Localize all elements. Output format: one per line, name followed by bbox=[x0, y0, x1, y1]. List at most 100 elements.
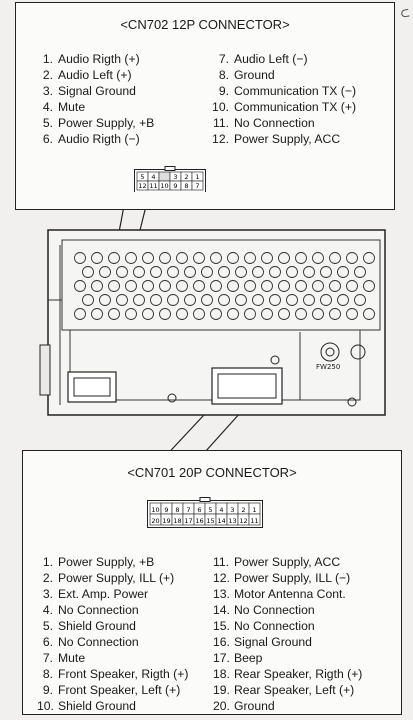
vent-hole bbox=[346, 252, 358, 264]
pin-label: Ext. Amp. Power bbox=[58, 587, 149, 601]
vent-hole bbox=[329, 280, 341, 292]
pin-label: Ground bbox=[234, 68, 275, 82]
cn702-pin-list-left: 1. Audio Rigth (+) 2. Audio Left (+) 3. Signa… bbox=[36, 51, 154, 147]
vent-hole bbox=[193, 252, 205, 264]
pin-number: 2. bbox=[42, 571, 53, 585]
vent-hole bbox=[354, 294, 366, 306]
connector-pin-number: 16 bbox=[195, 517, 203, 525]
pin-label: Shield Ground bbox=[58, 619, 136, 633]
vent-hole bbox=[184, 266, 196, 278]
pin-item: 9.Front Speaker, Left (+) bbox=[37, 682, 188, 698]
pin-number: 3. bbox=[42, 84, 53, 98]
vent-hole bbox=[210, 308, 222, 320]
vent-hole bbox=[303, 294, 315, 306]
vent-hole bbox=[235, 266, 247, 278]
connector-pin-number: 9 bbox=[164, 506, 168, 514]
pin-label: Power Supply, ACC bbox=[234, 555, 341, 569]
vent-hole bbox=[261, 308, 273, 320]
connector-pin-number: 4 bbox=[219, 506, 223, 514]
pin-number: 11. bbox=[212, 116, 229, 130]
connector-pin-number: 2 bbox=[241, 506, 245, 514]
pin-label: Power Supply, +B bbox=[58, 116, 155, 130]
pin-item: 7.Mute bbox=[37, 650, 188, 666]
pin-label: Front Speaker, Rigth (+) bbox=[58, 667, 189, 681]
vent-hole bbox=[99, 266, 111, 278]
vent-hole bbox=[252, 294, 264, 306]
vent-hole bbox=[218, 294, 230, 306]
vent-hole bbox=[363, 308, 375, 320]
connector-pin-number: 1 bbox=[195, 173, 199, 181]
pin-item: 9.Communication TX (−) bbox=[212, 83, 356, 99]
connector-pin-number: 9 bbox=[173, 182, 177, 190]
vent-hole bbox=[82, 294, 94, 306]
vent-hole bbox=[176, 252, 188, 264]
pin-label: Audio Left (+) bbox=[58, 68, 132, 82]
pin-item: 1. Audio Rigth (+) bbox=[36, 51, 154, 67]
pin-number: 12. bbox=[212, 132, 229, 146]
vent-hole bbox=[312, 252, 324, 264]
pin-item: 8.Front Speaker, Rigth (+) bbox=[37, 666, 189, 682]
pin-number: 1. bbox=[42, 555, 53, 569]
pin-item: 11.Power Supply, ACC bbox=[213, 554, 362, 570]
connector-pin-number: 20 bbox=[151, 517, 159, 525]
vent-hole bbox=[278, 252, 290, 264]
pin-label: Signal Ground bbox=[58, 84, 136, 98]
vent-hole bbox=[74, 308, 86, 320]
pin-label: Rear Speaker, Rigth (+) bbox=[234, 667, 363, 681]
pin-number: 9. bbox=[218, 84, 229, 98]
vent-hole bbox=[150, 266, 162, 278]
vent-hole bbox=[125, 252, 137, 264]
pin-number: 4. bbox=[42, 603, 53, 617]
connector-pin-number: 10 bbox=[151, 506, 159, 514]
connector-pin-number: 17 bbox=[184, 517, 192, 525]
pin-item: 13.Motor Antenna Cont. bbox=[213, 586, 362, 602]
vent-hole bbox=[320, 266, 332, 278]
pin-item: 10.Communication TX (+) bbox=[212, 99, 356, 115]
pin-label: Power Supply, ILL (−) bbox=[234, 571, 351, 585]
pin-number: 4. bbox=[42, 100, 53, 114]
connector-pin-number: 1 bbox=[252, 506, 256, 514]
pin-label: No Connection bbox=[58, 635, 139, 649]
vent-hole bbox=[82, 266, 94, 278]
pin-item: 4.Mute bbox=[36, 99, 154, 115]
vent-hole bbox=[261, 252, 273, 264]
pin-number: 9. bbox=[42, 683, 53, 697]
vent-hole bbox=[295, 308, 307, 320]
connector-pin-number: 3 bbox=[230, 506, 234, 514]
vent-hole bbox=[363, 280, 375, 292]
vent-hole bbox=[227, 252, 239, 264]
pin-number: 2. bbox=[42, 68, 53, 82]
pin-item: 5.Shield Ground bbox=[37, 618, 188, 634]
connector-pin-number: 5 bbox=[140, 173, 144, 181]
vent-hole bbox=[218, 266, 230, 278]
vent-hole bbox=[125, 280, 137, 292]
vent-hole bbox=[116, 294, 128, 306]
vent-hole bbox=[312, 308, 324, 320]
vent-hole bbox=[295, 252, 307, 264]
vent-hole bbox=[108, 308, 120, 320]
pin-item: 8.Ground bbox=[212, 67, 356, 83]
cn702-title: <CN702 12P CONNECTOR> bbox=[120, 17, 290, 32]
pin-label: Audio Left (−) bbox=[234, 52, 308, 66]
vent-hole bbox=[142, 308, 154, 320]
vent-hole bbox=[201, 294, 213, 306]
connector-pin-number: 2 bbox=[184, 173, 188, 181]
pin-label: No Connection bbox=[234, 603, 315, 617]
pin-label: Power Supply, ILL (+) bbox=[58, 571, 175, 585]
vent-hole bbox=[337, 266, 349, 278]
vent-hole bbox=[210, 280, 222, 292]
pin-number: 1. bbox=[42, 52, 53, 66]
vent-hole bbox=[295, 280, 307, 292]
pin-item: 16.Signal Ground bbox=[213, 634, 362, 650]
connector-pin-cell bbox=[248, 513, 261, 526]
vent-hole bbox=[286, 266, 298, 278]
pin-label: Audio Rigth (+) bbox=[58, 52, 140, 66]
connector-pin-number: 14 bbox=[217, 517, 225, 525]
cn702-connector-box: <CN702 12P CONNECTOR> 1. Audio Rigth (+) 2… bbox=[15, 2, 395, 210]
pin-label: Power Supply, ACC bbox=[234, 132, 341, 146]
vent-hole bbox=[329, 252, 341, 264]
pin-label: Mute bbox=[58, 651, 86, 665]
pin-label: No Connection bbox=[234, 619, 315, 633]
